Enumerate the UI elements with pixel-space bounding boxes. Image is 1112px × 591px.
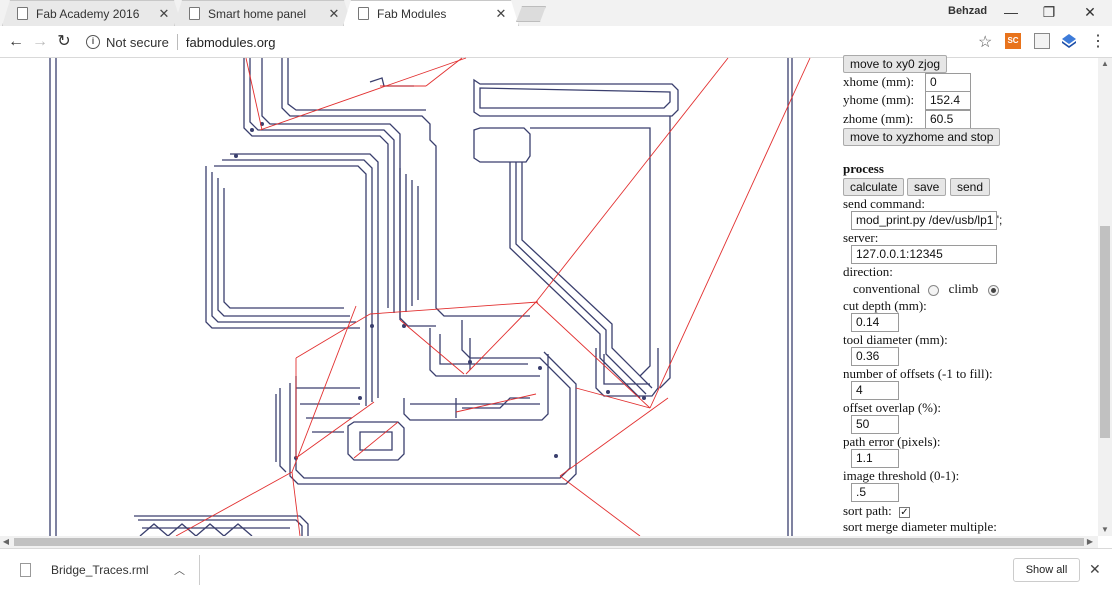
- vpn-extension-icon[interactable]: [1061, 33, 1077, 49]
- tab-fab-modules[interactable]: Fab Modules ✕: [343, 0, 519, 26]
- yhome-label: yhome (mm):: [843, 92, 915, 107]
- cut-depth-input[interactable]: 0.14: [851, 313, 899, 332]
- horizontal-scrollbar[interactable]: ◀ ▶: [0, 536, 1098, 548]
- page-icon: [189, 7, 200, 20]
- forward-icon[interactable]: →: [32, 33, 48, 50]
- reader-icon[interactable]: [1034, 33, 1050, 49]
- sort-path-checkbox[interactable]: ✓: [899, 506, 910, 518]
- settings-panel: move to xy0 zjog xhome (mm): 0 yhome (mm…: [843, 55, 1098, 536]
- security-label[interactable]: Not secure: [106, 34, 169, 50]
- info-icon[interactable]: i: [86, 35, 100, 49]
- restore-icon[interactable]: ❐: [1042, 4, 1056, 20]
- toolpath-canvas[interactable]: [0, 57, 835, 537]
- move-xy0-button[interactable]: move to xy0 zjog: [843, 55, 948, 73]
- conventional-radio[interactable]: [928, 284, 940, 296]
- page-content: move to xy0 zjog xhome (mm): 0 yhome (mm…: [0, 55, 1112, 537]
- page-icon: [358, 7, 369, 20]
- close-icon[interactable]: ✕: [158, 5, 170, 21]
- offsets-input[interactable]: 4: [851, 381, 899, 400]
- zhome-input[interactable]: 60.5: [925, 110, 971, 129]
- sort-path-label: sort path:: [843, 503, 892, 518]
- new-tab-button[interactable]: [516, 6, 546, 22]
- scroll-left-icon[interactable]: ◀: [2, 537, 10, 546]
- window-close-icon[interactable]: ✕: [1084, 4, 1096, 20]
- vertical-scrollbar[interactable]: ▲ ▼: [1098, 58, 1112, 536]
- tab-strip: Fab Academy 2016 ✕ Smart home panel ✕ Fa…: [0, 0, 1112, 26]
- offsets-label: number of offsets (-1 to fill):: [843, 366, 993, 381]
- xhome-input[interactable]: 0: [925, 73, 971, 92]
- tab-fab-academy[interactable]: Fab Academy 2016 ✕: [2, 0, 182, 26]
- sc-extension-icon[interactable]: SC: [1005, 33, 1021, 49]
- close-icon[interactable]: ✕: [328, 5, 340, 21]
- minimize-icon[interactable]: —: [1004, 4, 1018, 20]
- sort-merge-label: sort merge diameter multiple:: [843, 519, 997, 534]
- threshold-label: image threshold (0-1):: [843, 468, 960, 483]
- direction-label: direction:: [843, 264, 893, 279]
- file-icon: [20, 563, 31, 577]
- direction-options: conventional climb: [853, 281, 999, 297]
- overlap-input[interactable]: 50: [851, 415, 899, 434]
- page-icon: [17, 7, 28, 20]
- address-bar[interactable]: i Not secure fabmodules.org: [80, 30, 1000, 54]
- path-error-input[interactable]: 1.1: [851, 449, 899, 468]
- send-command-input[interactable]: mod_print.py /dev/usb/lp1 ';: [851, 211, 1002, 230]
- tab-title: Smart home panel: [208, 6, 307, 21]
- url-text[interactable]: fabmodules.org: [185, 34, 276, 50]
- close-icon[interactable]: ✕: [495, 5, 507, 21]
- send-button[interactable]: send: [950, 178, 991, 196]
- tab-title: Fab Modules: [377, 6, 447, 21]
- scroll-down-icon[interactable]: ▼: [1101, 525, 1109, 534]
- zhome-label: zhome (mm):: [843, 111, 914, 126]
- yhome-input[interactable]: 152.4: [925, 91, 971, 110]
- xhome-label: xhome (mm):: [843, 74, 915, 89]
- close-icon[interactable]: ✕: [1089, 561, 1101, 577]
- reload-icon[interactable]: ↻: [57, 33, 71, 50]
- chevron-up-icon[interactable]: ︿: [174, 565, 185, 577]
- send-command-label: send command:: [843, 196, 925, 211]
- overlap-label: offset overlap (%):: [843, 400, 941, 415]
- tool-diameter-label: tool diameter (mm):: [843, 332, 948, 347]
- tab-smart-home-panel[interactable]: Smart home panel ✕: [174, 0, 352, 26]
- profile-name[interactable]: Behzad: [948, 5, 988, 17]
- tab-title: Fab Academy 2016: [36, 6, 140, 21]
- back-icon[interactable]: ←: [8, 33, 24, 50]
- climb-label: climb: [948, 281, 979, 296]
- scroll-thumb[interactable]: [14, 538, 1084, 546]
- cut-depth-label: cut depth (mm):: [843, 298, 927, 313]
- server-input[interactable]: 127.0.0.1:12345: [851, 245, 997, 264]
- save-button[interactable]: save: [907, 178, 947, 196]
- menu-icon[interactable]: ⋮: [1090, 33, 1106, 50]
- sort-path-row: sort path: ✓: [843, 503, 910, 519]
- path-error-label: path error (pixels):: [843, 434, 941, 449]
- scroll-right-icon[interactable]: ▶: [1086, 537, 1094, 546]
- move-xyzhome-button[interactable]: move to xyzhome and stop: [843, 128, 1001, 146]
- browser-toolbar: ← → ↻ i Not secure fabmodules.org ☆ SC ⋮: [0, 26, 1112, 58]
- download-item[interactable]: Bridge_Traces.rml ︿: [10, 555, 200, 585]
- conventional-label: conventional: [853, 281, 921, 296]
- divider: [176, 34, 178, 50]
- server-label: server:: [843, 230, 879, 245]
- scroll-thumb[interactable]: [1100, 226, 1110, 438]
- bookmark-star-icon[interactable]: ☆: [978, 34, 993, 51]
- threshold-input[interactable]: .5: [851, 483, 899, 502]
- download-shelf: Bridge_Traces.rml ︿ Show all ✕: [0, 548, 1112, 591]
- calculate-button[interactable]: calculate: [843, 178, 905, 196]
- show-all-button[interactable]: Show all: [1013, 558, 1080, 582]
- scroll-up-icon[interactable]: ▲: [1101, 59, 1109, 68]
- tool-diameter-input[interactable]: 0.36: [851, 347, 899, 366]
- download-file-name[interactable]: Bridge_Traces.rml: [51, 563, 149, 577]
- climb-radio[interactable]: [987, 284, 999, 296]
- process-heading: process: [843, 161, 884, 176]
